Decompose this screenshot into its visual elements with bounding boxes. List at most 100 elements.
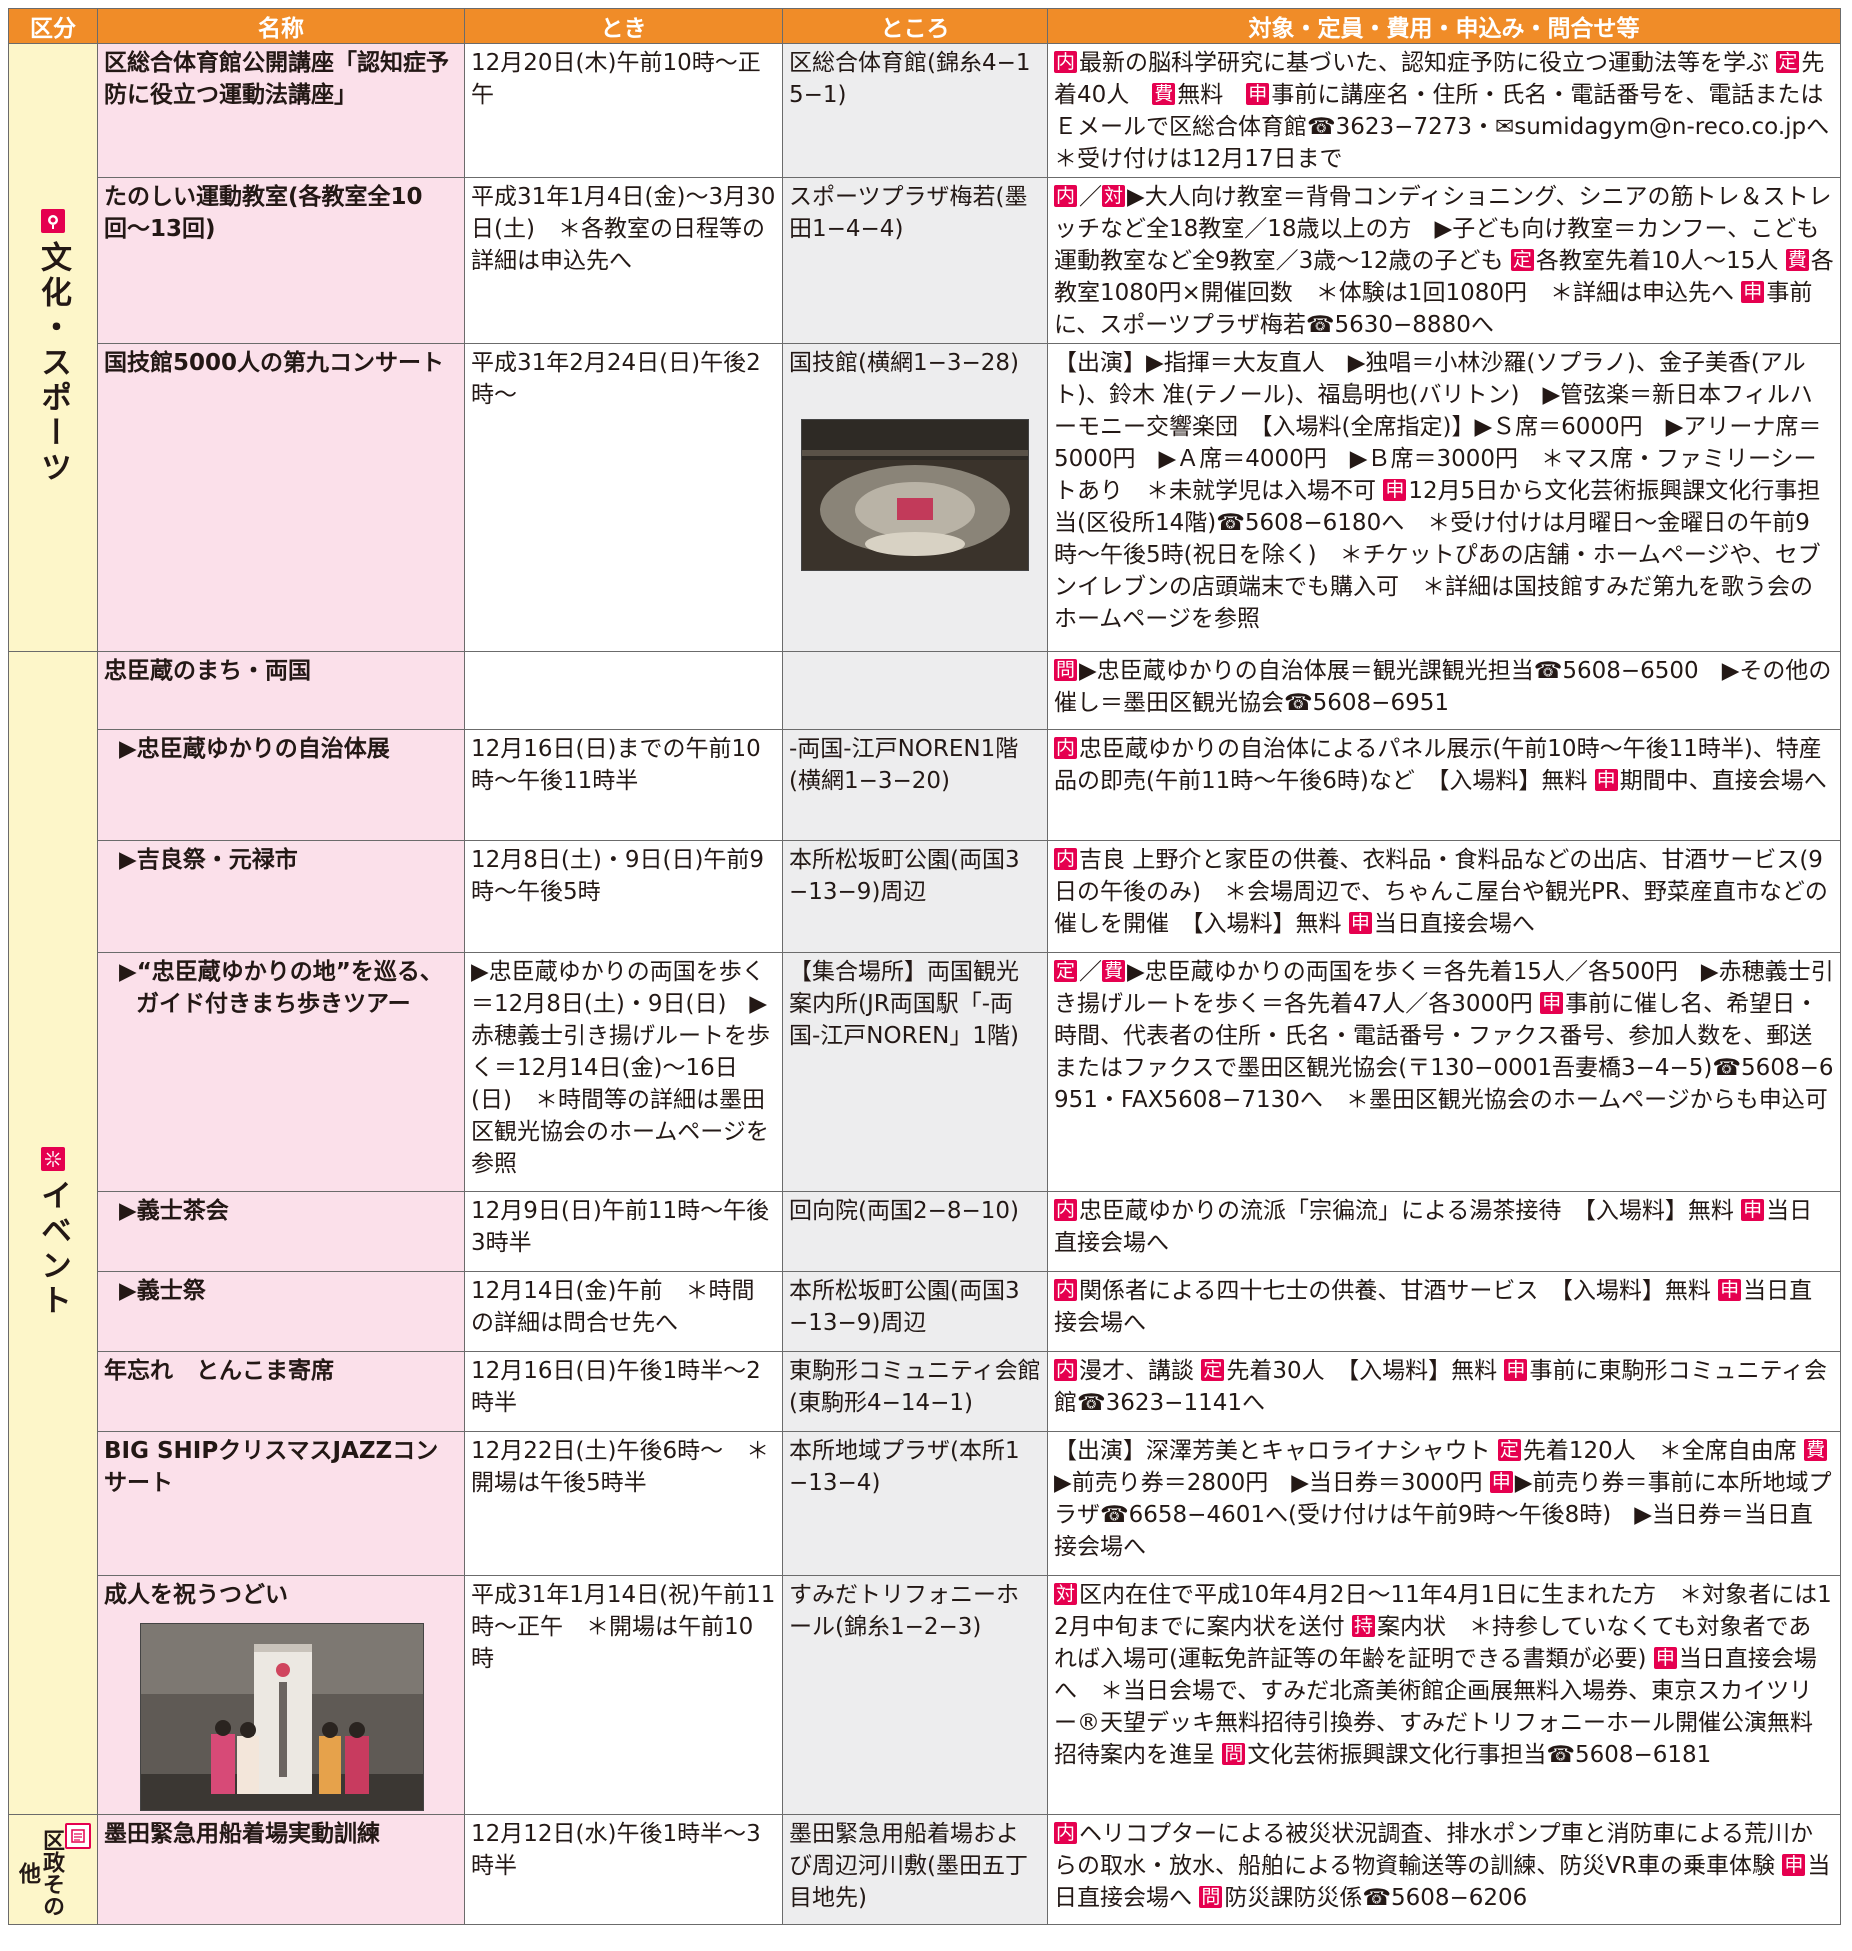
table-row: ▶義士祭 12月14日(金)午前 ＊時間の詳細は問合せ先へ 本所松坂町公園(両国… (9, 1271, 1841, 1352)
info-text: 当日直接会場へ (1054, 1198, 1813, 1256)
table-row: たのしい運動教室(各教室全10回〜13回) 平成31年1月4日(金)〜3月30日… (9, 177, 1841, 344)
header-time: とき (464, 8, 783, 44)
info-text: 各教室1080円×開催回数 ＊体験は1回1080円 ＊詳細は申込先へ (1054, 248, 1834, 306)
event-details: 内漫才、講談 定先着30人 【入場料】無料 申事前に東駒形コミュニティ会館☎36… (1047, 1351, 1841, 1432)
event-place: 【集合場所】両国観光案内所(JR両国駅「-両国-江戸NOREN」1階) (782, 952, 1048, 1192)
info-tag-badge: 申 (1540, 992, 1564, 1014)
notice-icon (65, 1822, 91, 1849)
info-text: 当日直接会場へ ＊当日会場で、すみだ北斎美術館企画展無料入場券、東京スカイツリー… (1054, 1646, 1817, 1768)
info-tag-badge: 内 (1054, 185, 1078, 207)
event-time: 12月14日(金)午前 ＊時間の詳細は問合せ先へ (464, 1271, 783, 1352)
event-details: 内関係者による四十七士の供養、甘酒サービス 【入場料】無料 申当日直接会場へ (1047, 1271, 1841, 1352)
event-place: 本所松坂町公園(両国3−13−9)周辺 (782, 840, 1048, 953)
info-tag-badge: 内 (1054, 737, 1078, 759)
event-name: ▶吉良祭・元禄市 (97, 840, 465, 953)
table-row: 区政その他 墨田緊急用船着場実動訓練 12月12日(水)午後1時半〜3時半 墨田… (8, 1814, 1841, 1925)
kokugikan-concert-photo (801, 419, 1029, 571)
event-details: 内忠臣蔵ゆかりの流派「宗徧流」による湯茶接待 【入場料】無料 申当日直接会場へ (1047, 1191, 1841, 1272)
event-name: 成人を祝うつどい (97, 1575, 465, 1815)
info-tag-badge: 定 (1497, 1439, 1521, 1461)
info-text: 防災課防災係☎5608−6206 (1224, 1885, 1528, 1911)
event-place: 回向院(両国2−8−10) (782, 1191, 1048, 1272)
info-tag-badge: 申 (1348, 912, 1372, 934)
info-text: 最新の脳科学研究に基づいた、認知症予防に役立つ運動法等を学ぶ (1079, 50, 1777, 76)
info-tag-badge: 定 (1201, 1359, 1225, 1381)
info-tag-badge: 内 (1054, 848, 1078, 870)
event-time: 12月9日(日)午前11時〜午後3時半 (464, 1191, 783, 1272)
category-admin: 区政その他 (8, 1814, 98, 1925)
info-text: 事前に、スポーツプラザ梅若☎5630−8880へ (1054, 280, 1813, 338)
info-tag-badge: 問 (1054, 659, 1078, 681)
info-tag-badge: 費 (1152, 83, 1176, 105)
event-name: ▶義士祭 (97, 1271, 465, 1352)
event-time: 12月12日(水)午後1時半〜3時半 (464, 1814, 783, 1925)
info-text: 期間中、直接会場へ (1619, 768, 1827, 794)
info-text: 関係者による四十七士の供養、甘酒サービス 【入場料】無料 (1079, 1278, 1719, 1304)
event-name: 墨田緊急用船着場実動訓練 (97, 1814, 465, 1925)
table-row: ▶吉良祭・元禄市 12月8日(土)・9日(日)午前9時〜午後5時 本所松坂町公園… (9, 840, 1841, 953)
header-name: 名称 (97, 8, 465, 44)
info-text: 各教室先着10人〜15人 (1535, 248, 1786, 274)
rose-icon (41, 209, 65, 233)
info-tag-badge: 内 (1054, 51, 1078, 73)
event-time: 12月16日(日)午後1時半〜2時半 (464, 1351, 783, 1432)
event-name: BIG SHIPクリスマスJAZZコンサート (97, 1431, 465, 1576)
event-place: 墨田緊急用船着場および周辺河川敷(墨田五丁目地先) (782, 1814, 1048, 1925)
event-details: 【出演】▶指揮＝大友直人 ▶独唱＝小林沙羅(ソプラノ)、金子美香(アルト)、鈴木… (1047, 343, 1841, 652)
info-text: ▶前売り券＝2800円 ▶当日券＝3000円 (1054, 1470, 1490, 1496)
info-text: 案内状 ＊持参していなくても対象者であれば入場可(運転免許証等の年齢を証明できる… (1054, 1614, 1812, 1672)
table-row: イベント 忠臣蔵のまち・両国 問▶忠臣蔵ゆかりの自治体展＝観光課観光担当☎560… (8, 651, 1841, 1815)
event-time: 12月22日(土)午後6時〜 ＊開場は午後5時半 (464, 1431, 783, 1576)
category-event: イベント (8, 651, 98, 1815)
category-label: 区政その他 (15, 1828, 64, 1917)
event-time: ▶忠臣蔵ゆかりの両国を歩く＝12月8日(土)・9日(日) ▶赤穂義士引き揚げルー… (464, 952, 783, 1192)
header-place: ところ (782, 8, 1048, 44)
info-tag-badge: 申 (1741, 1199, 1765, 1221)
info-text: 無料 (1177, 82, 1247, 108)
info-text: 先着40人 (1054, 50, 1825, 108)
event-place: 東駒形コミュニティ会館(東駒形4−14−1) (782, 1351, 1048, 1432)
event-table: 区分 名称 とき ところ 対象・定員・費用・申込み・問合せ等 文化・スポーツ 区… (8, 8, 1841, 1925)
table-row: 成人を祝うつどい (9, 1575, 1841, 1815)
info-tag-badge: 対 (1054, 1583, 1078, 1605)
info-text: 忠臣蔵ゆかりの自治体によるパネル展示(午前10時〜午後11時半)、特産品の即売(… (1054, 736, 1822, 794)
table-row: ▶“忠臣蔵ゆかりの地”を巡る、ガイド付きまち歩きツアー ▶忠臣蔵ゆかりの両国を歩… (9, 952, 1841, 1192)
table-row: 国技館5000人の第九コンサート 平成31年2月24日(日)午後2時〜 国技館(… (9, 343, 1841, 652)
info-text: ▶忠臣蔵ゆかりの両国を歩く＝各先着15人／各500円 ▶赤穂義士引き揚げルートを… (1054, 959, 1834, 1017)
event-place (782, 651, 1048, 730)
event-name: 国技館5000人の第九コンサート (97, 343, 465, 652)
category-label: 文化・スポーツ (35, 241, 71, 486)
info-text: ▶忠臣蔵ゆかりの自治体展＝観光課観光担当☎5608−6500 ▶その他の催し＝墨… (1054, 658, 1832, 716)
category-culture: 文化・スポーツ (8, 43, 98, 652)
info-tag-badge: 申 (1741, 281, 1765, 303)
info-tag-badge: 定 (1054, 960, 1078, 982)
event-details: 定／費▶忠臣蔵ゆかりの両国を歩く＝各先着15人／各500円 ▶赤穂義士引き揚げル… (1047, 952, 1841, 1192)
info-tag-badge: 内 (1054, 1359, 1078, 1381)
info-tag-badge: 申 (1489, 1471, 1513, 1493)
info-tag-badge: 費 (1804, 1439, 1828, 1461)
info-tag-badge: 定 (1776, 51, 1800, 73)
event-place: 国技館(横網1−3−28) (782, 343, 1048, 652)
info-text: 先着120人 ＊全席自由席 (1522, 1438, 1805, 1464)
event-place: スポーツプラザ梅若(墨田1−4−4) (782, 177, 1048, 344)
table-row: 年忘れ とんこま寄席 12月16日(日)午後1時半〜2時半 東駒形コミュニティ会… (9, 1351, 1841, 1432)
table-row: BIG SHIPクリスマスJAZZコンサート 12月22日(土)午後6時〜 ＊開… (9, 1431, 1841, 1576)
info-tag-badge: 申 (1782, 1854, 1806, 1876)
event-details: 【出演】深澤芳美とキャロライナシャウト 定先着120人 ＊全席自由席 費▶前売り… (1047, 1431, 1841, 1576)
event-time: 12月16日(日)までの午前10時〜午後11時半 (464, 729, 783, 841)
info-tag-badge: 問 (1199, 1886, 1223, 1908)
coming-of-age-photo (140, 1623, 424, 1811)
header-details: 対象・定員・費用・申込み・問合せ等 (1047, 8, 1841, 44)
event-time: 平成31年1月14日(祝)午前11時〜正午 ＊開場は午前10時 (464, 1575, 783, 1815)
info-tag-badge: 対 (1102, 185, 1126, 207)
category-label: イベント (35, 1179, 71, 1319)
event-name: 年忘れ とんこま寄席 (97, 1351, 465, 1432)
event-time: 12月8日(土)・9日(日)午前9時〜午後5時 (464, 840, 783, 953)
event-details: 内吉良 上野介と家臣の供養、衣料品・食料品などの出店、甘酒サービス(9日の午後の… (1047, 840, 1841, 953)
event-name: 区総合体育館公開講座「認知症予防に役立つ運動法講座」 (97, 43, 465, 178)
info-tag-badge: 申 (1246, 83, 1270, 105)
event-place: -両国-江戸NOREN1階(横網1−3−20) (782, 729, 1048, 841)
event-details: 内ヘリコプターによる被災状況調査、排水ポンプ車と消防車による荒川からの取水・放水… (1047, 1814, 1841, 1925)
info-tag-badge: 申 (1504, 1359, 1528, 1381)
event-time: 12月20日(木)午前10時〜正午 (464, 43, 783, 178)
